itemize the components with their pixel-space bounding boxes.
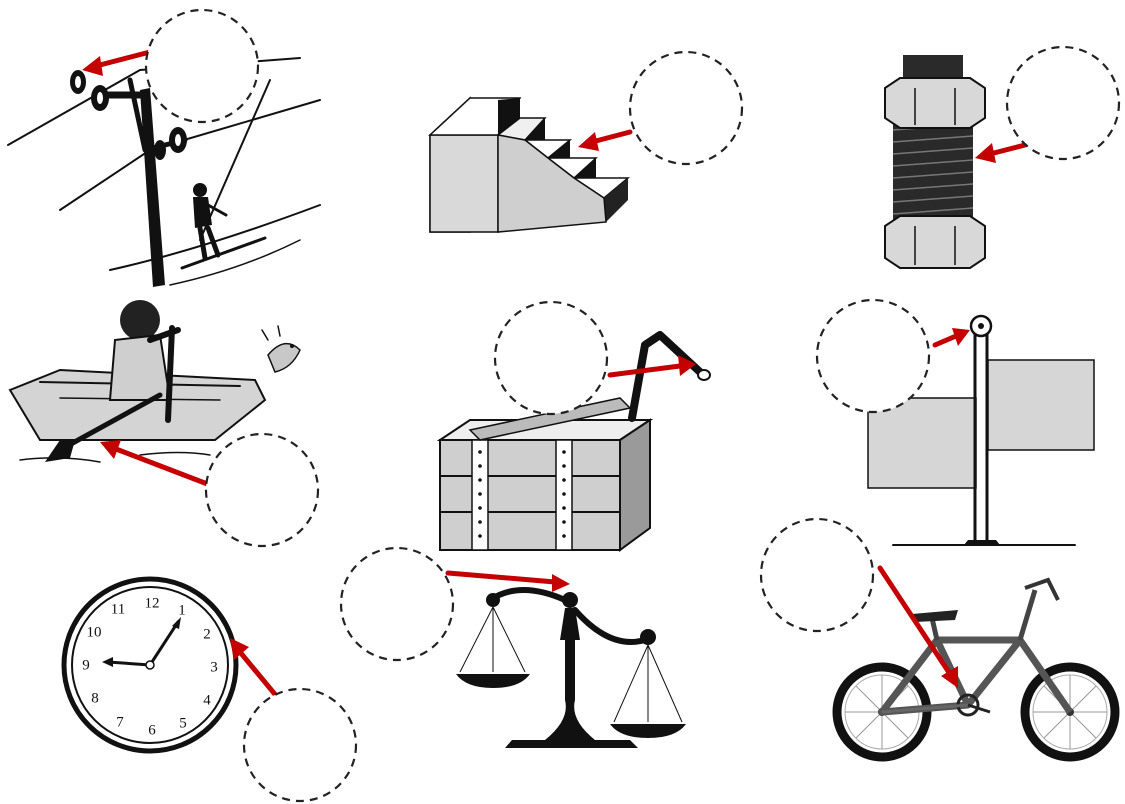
balance-scale-arrow <box>445 570 570 592</box>
rowboat-arrow <box>100 440 213 488</box>
clock-number-11: 11 <box>111 601 125 617</box>
flagpole-pulley-icon <box>867 314 1095 546</box>
bicycle-arrow <box>877 565 958 688</box>
stairs-inclined-plane-icon <box>428 96 631 233</box>
answer-circle-bolt[interactable] <box>1005 45 1121 161</box>
ski-lift-pulley-icon <box>7 57 321 287</box>
answer-circle-stairs[interactable] <box>628 50 744 166</box>
clock-arrow <box>230 638 281 701</box>
crank-wheel-axle-icon <box>436 331 711 552</box>
bicycle-wheel-axle-icon <box>832 577 1120 762</box>
ski-lift-arrow <box>82 49 153 76</box>
clock-number-8: 8 <box>91 690 99 706</box>
answer-circle-rowboat[interactable] <box>204 432 320 548</box>
answer-circle-bicycle[interactable] <box>759 517 875 633</box>
clock-number-12: 12 <box>145 595 160 611</box>
clock-number-5: 5 <box>179 715 187 731</box>
clock-number-10: 10 <box>87 624 102 640</box>
clock-number-1: 1 <box>178 602 186 618</box>
answer-circle-ski-lift[interactable] <box>144 8 260 124</box>
answer-circle-flagpole[interactable] <box>815 298 931 414</box>
balance-scale-lever-icon <box>456 587 686 748</box>
answer-circle-crank[interactable] <box>493 300 609 416</box>
clock-number-7: 7 <box>116 714 124 730</box>
clock-number-4: 4 <box>203 692 211 708</box>
crank-arrow <box>607 355 696 378</box>
rowboat-oar-lever-icon <box>8 300 301 463</box>
stairs-arrow <box>578 129 633 151</box>
clock-numbers: 12 1 2 3 4 5 6 7 8 9 10 11 <box>82 595 218 738</box>
clock-gears-icon: 12 1 2 3 4 5 6 7 8 9 10 11 <box>61 576 239 754</box>
bolt-arrow <box>975 142 1028 163</box>
answer-circle-balance-scale[interactable] <box>339 546 455 662</box>
flagpole-arrow <box>932 328 970 348</box>
answer-circle-clock[interactable] <box>242 687 358 803</box>
clock-number-6: 6 <box>148 722 156 738</box>
clock-number-2: 2 <box>203 626 211 642</box>
bolt-screw-icon <box>884 55 986 269</box>
clock-number-9: 9 <box>82 657 90 673</box>
clock-number-3: 3 <box>210 659 218 675</box>
